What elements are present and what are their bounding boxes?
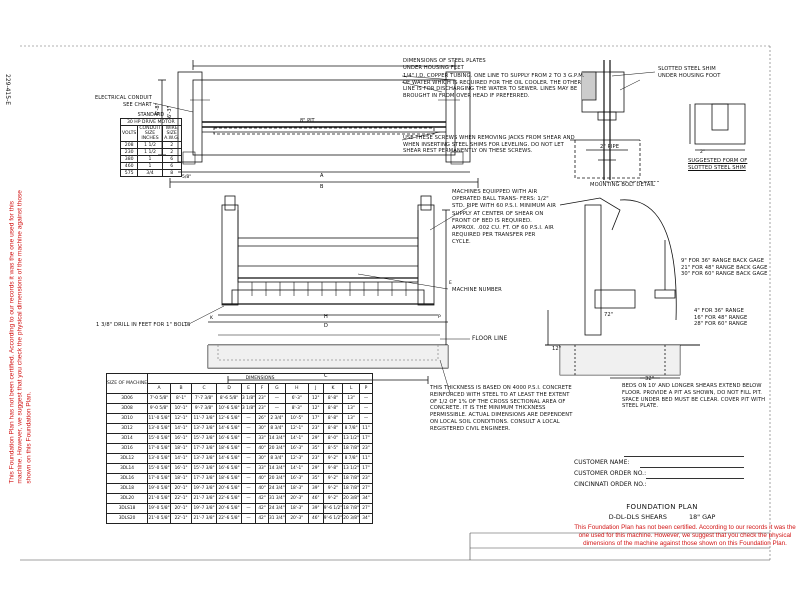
machine-number-label: MACHINE NUMBER	[452, 287, 502, 293]
model-label: D-DL-DLS SHEARS	[608, 513, 667, 521]
dim-72: 72"	[604, 312, 614, 318]
pipe-label: 2" PIPE	[600, 144, 620, 150]
dim-12: 12"	[552, 346, 562, 352]
machine-size-cell: 3DLS20	[105, 513, 149, 524]
svg-text:P: P	[438, 314, 441, 320]
title-block: FOUNDATION PLAN D-DL-DLS SHEARS 18" GAP	[572, 503, 752, 521]
svg-text:K: K	[210, 315, 214, 321]
dimension-cell: 9'-6 1/2"	[322, 513, 344, 524]
certification-notice: This Foundation Plan has not been certif…	[574, 524, 796, 547]
motor-table-cell: 3/4	[137, 169, 163, 177]
leader-lines	[152, 71, 656, 394]
svg-text:H: H	[324, 314, 328, 320]
concrete-fill	[208, 345, 448, 368]
back-gauge-note: 9" FOR 36" RANGE BACK GAGE	[681, 258, 765, 264]
range-note: 16" FOR 48" RANGE	[694, 314, 748, 321]
range-notes: 4" FOR 36" RANGE 16" FOR 48" RANGE 28" F…	[694, 308, 747, 328]
plan-title: FOUNDATION PLAN	[626, 503, 698, 511]
side-elevation	[545, 197, 700, 379]
electrical-conduit-label: ELECTRICAL CONDUIT SEE CHART	[95, 95, 152, 108]
customer-name-field[interactable]	[624, 456, 744, 457]
motor-table-cell: 8	[161, 169, 182, 177]
customer-order-row: CUSTOMER ORDER NO.:	[574, 460, 744, 477]
steel-plate-dims-label: DIMENSIONS OF STEEL PLATES UNDER HOUSING…	[403, 58, 486, 71]
range-note: 28" FOR 60" RANGE	[694, 321, 748, 328]
customer-form: CUSTOMER NAME: CUSTOMER ORDER NO.: CINCI…	[574, 449, 744, 488]
range-note: 4" FOR 36" RANGE	[694, 308, 745, 314]
svg-text:2": 2"	[700, 149, 705, 155]
svg-text:D: D	[324, 323, 328, 329]
slotted-shim-label: SLOTTED STEEL SHIM UNDER HOUSING FOOT	[658, 66, 721, 79]
motor-table-title: STANDARD	[137, 113, 165, 118]
customer-order-field[interactable]	[640, 467, 744, 468]
customer-name-row: CUSTOMER NAME:	[574, 449, 744, 466]
beds-note: BEDS ON 10' AND LONGER SHEARS EXTEND BEL…	[622, 383, 766, 410]
svg-text:B: B	[320, 184, 324, 190]
floor-line-label: FLOOR LINE	[472, 336, 508, 342]
customer-name-label: CUSTOMER NAME:	[574, 459, 630, 466]
motor-table-cell: 575	[119, 169, 139, 177]
concrete-note: THIS THICKNESS IS BASED ON 4000 P.S.I. C…	[430, 385, 573, 432]
copper-tubing-note: 1/4" I.D. COPPER TUBING. ONE LINE TO SUP…	[403, 73, 585, 99]
air-supply-note: MACHINES EQUIPPED WITH AIR OPERATED BALL…	[452, 189, 557, 246]
cincinnati-order-row: CINCINNATI ORDER NO.:	[574, 471, 744, 488]
suggested-shim-label: SUGGESTED FORM OF SLOTTED STEEL SHIM	[688, 158, 748, 171]
mounting-bolt-detail	[570, 60, 641, 180]
svg-text:E: E	[449, 280, 452, 286]
svg-text:6'-3": 6'-3"	[167, 106, 173, 118]
dimension-cell: 42"	[255, 513, 270, 524]
dim-32: 32"	[645, 376, 655, 382]
screws-note: USE THESE SCREWS WHEN REMOVING JACKS FRO…	[403, 135, 575, 155]
customer-order-label: CUSTOMER ORDER NO.:	[574, 470, 647, 477]
gap-label: 18" GAP	[689, 513, 716, 521]
svg-text:6'-8": 6'-8"	[155, 103, 161, 115]
dimension-cell: 34"	[358, 513, 373, 524]
back-gauge-note: 21" FOR 48" RANGE BACK GAGE	[681, 264, 768, 271]
cincinnati-order-field[interactable]	[646, 478, 744, 479]
back-gauge-note: 30" FOR 60" RANGE BACK GAGE	[681, 271, 768, 278]
mounting-bolt-label: MOUNTING BOLT DETAIL	[590, 182, 680, 189]
bed-fingers	[251, 282, 407, 296]
svg-text:A: A	[320, 173, 324, 179]
svg-text:5/8": 5/8"	[182, 174, 191, 180]
back-gauge-notes: 9" FOR 36" RANGE BACK GAGE 21" FOR 48" R…	[681, 258, 768, 278]
top-plan-view	[158, 60, 479, 188]
suggested-shim-drawing	[689, 103, 746, 151]
drill-note: 1 3/8" DRILL IN FEET FOR 1" BOLTS	[96, 322, 191, 328]
cincinnati-order-label: CINCINNATI ORDER NO.:	[574, 481, 647, 488]
pit-label: 8" PIT	[300, 118, 315, 124]
